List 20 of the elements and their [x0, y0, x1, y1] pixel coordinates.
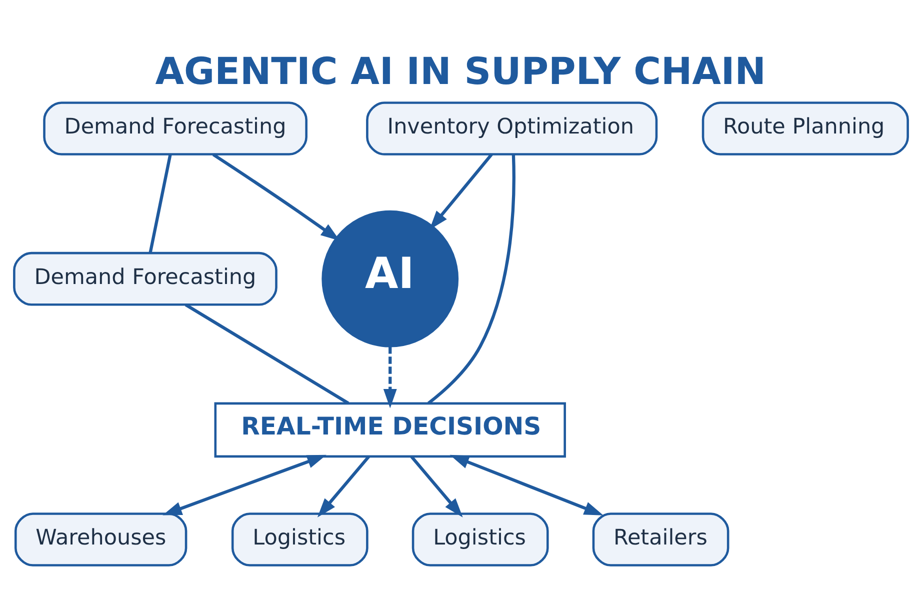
node-box: Logistics — [231, 512, 368, 566]
node-box: Demand Forecasting — [43, 102, 308, 156]
node-box: Logistics — [412, 512, 549, 566]
connector — [148, 154, 172, 254]
arrow — [212, 153, 340, 241]
arrow — [162, 454, 326, 516]
node-box: Warehouses — [14, 512, 188, 566]
connector — [427, 154, 516, 404]
arrow — [429, 153, 493, 230]
node-box: Route Planning — [702, 102, 909, 156]
arrow — [450, 454, 604, 516]
arrow — [410, 456, 463, 518]
node-box: REAL-TIME DECISIONS — [214, 402, 566, 458]
node-box: Demand Forecasting — [13, 252, 278, 306]
node-box: Retailers — [592, 512, 730, 566]
arrow — [383, 346, 397, 408]
arrow — [317, 456, 370, 518]
connector — [184, 303, 350, 405]
diagram-title: AGENTIC AI IN SUPPLY CHAIN — [155, 48, 766, 93]
node-box: Inventory Optimization — [366, 102, 658, 156]
